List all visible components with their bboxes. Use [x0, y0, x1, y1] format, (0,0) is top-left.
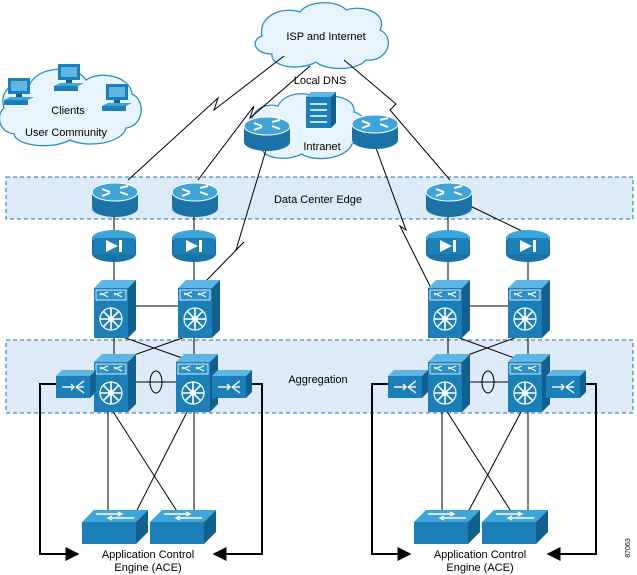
multilayer-switch-icon — [508, 354, 550, 412]
multilayer-switch-icon — [94, 354, 136, 412]
router-icon — [91, 182, 139, 218]
ace-module-icon — [546, 370, 586, 398]
ace-arrow-left-a — [39, 383, 80, 561]
user-community-label: User Community — [25, 127, 107, 139]
dc-edge-label: Data Center Edge — [274, 194, 362, 206]
intranet-link-left — [204, 149, 267, 283]
ace-left-label-2: Engine (ACE) — [114, 562, 181, 574]
ace-module-icon — [56, 370, 96, 398]
router-icon — [425, 182, 473, 218]
access-switch-icon — [82, 510, 148, 544]
figure-id: 87063 — [625, 538, 632, 558]
ace-left-label-1: Application Control — [102, 549, 194, 561]
isp-cloud — [254, 2, 390, 70]
isp-label: ISP and Internet — [286, 31, 365, 43]
multilayer-switch-icon — [94, 280, 136, 338]
firewall-icon — [506, 230, 550, 262]
user-community-cloud — [0, 68, 142, 147]
ace-arrow-right-a — [371, 383, 412, 561]
aggregation-label: Aggregation — [288, 374, 347, 386]
multilayer-switch-icon — [508, 280, 550, 338]
multilayer-switch-icon — [428, 280, 470, 338]
access-switch-icon — [482, 510, 548, 544]
ace-right-label-1: Application Control — [434, 549, 526, 561]
ace-arrow-right-b — [546, 383, 597, 561]
access-switch-icon — [150, 510, 216, 544]
ace-module-icon — [388, 370, 428, 398]
router-icon — [243, 116, 291, 152]
local-dns-label: Local DNS — [294, 75, 347, 87]
multilayer-switch-icon — [176, 354, 218, 412]
multilayer-switch-icon — [178, 280, 220, 338]
firewall-icon — [426, 230, 470, 262]
access-switch-icon — [414, 510, 480, 544]
etherchannel-left — [149, 370, 163, 394]
clients-label: Clients — [51, 105, 85, 117]
intranet-link-right — [375, 147, 433, 291]
firewall-icon — [172, 230, 216, 262]
wan-link-isp-router-2 — [197, 65, 311, 181]
ace-arrow-left-b — [212, 383, 263, 561]
router-icon — [351, 114, 399, 150]
ace-module-icon — [212, 370, 252, 398]
etherchannel-right — [481, 370, 495, 394]
multilayer-switch-icon — [428, 354, 470, 412]
intranet-label: Intranet — [303, 141, 340, 153]
firewall-icon — [92, 230, 136, 262]
wan-link-isp-router-1 — [127, 55, 285, 181]
router-icon — [171, 182, 219, 218]
wan-link-isp-router-3 — [343, 59, 451, 181]
dns-server-icon — [306, 92, 336, 128]
ace-right-label-2: Engine (ACE) — [446, 562, 513, 574]
